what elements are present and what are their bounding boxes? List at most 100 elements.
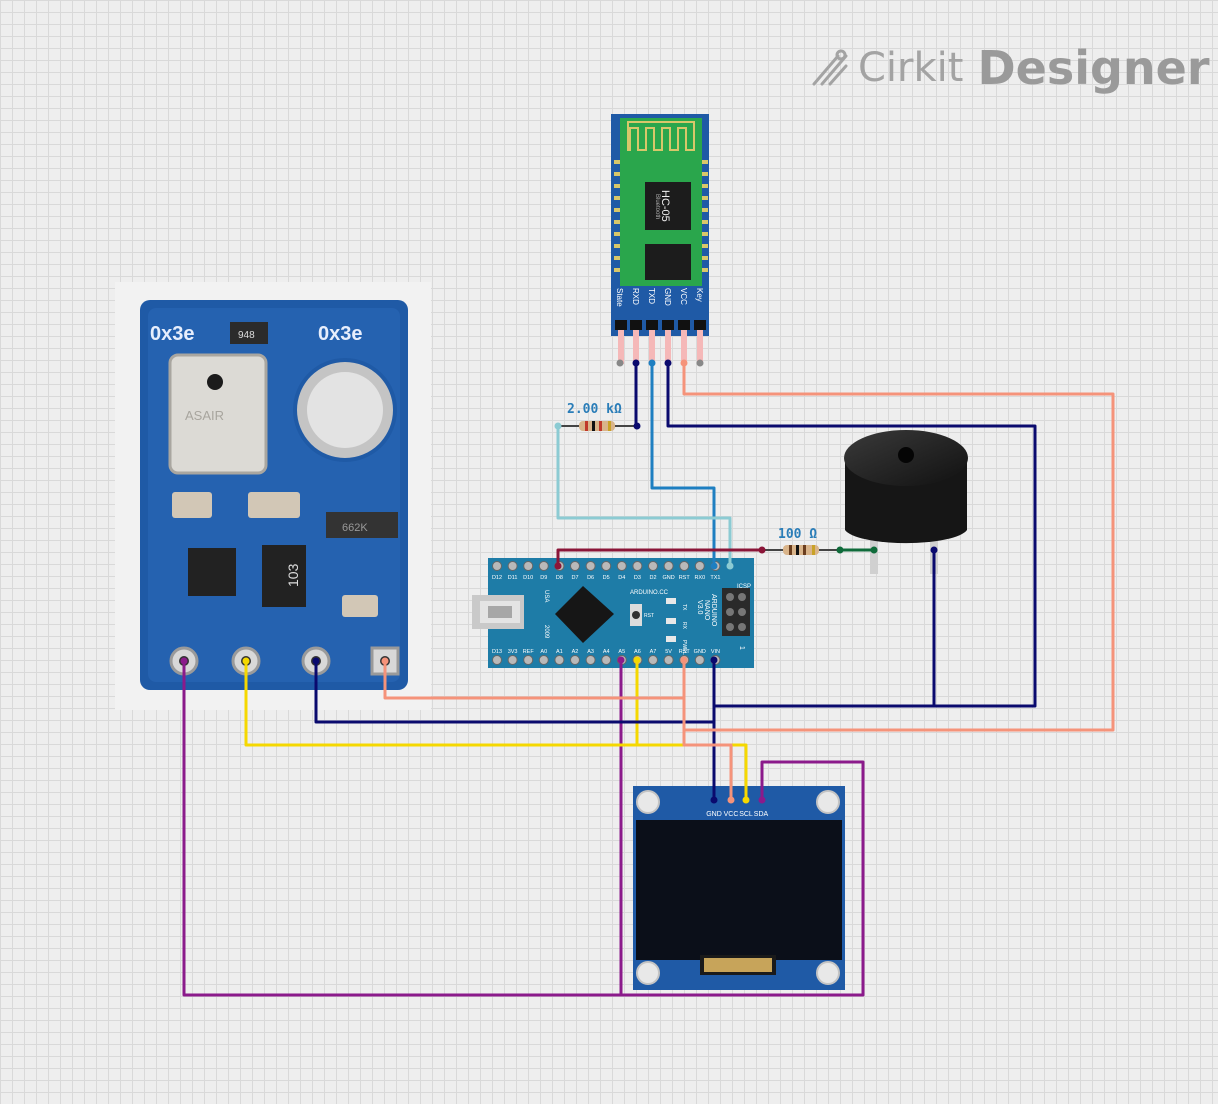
nano-top-pin-label: D5 [603, 575, 610, 581]
nano-top-pin-label: D6 [587, 575, 594, 581]
nano-bottom-pin-a1[interactable] [554, 655, 565, 665]
nano-top-pin-d7[interactable] [570, 561, 580, 571]
oled-pin-label: VCC [724, 811, 739, 818]
nano-led-tx: TX [681, 604, 687, 611]
sensor-marking-left: 0x3e [150, 323, 195, 345]
nano-top-pin-d12[interactable] [492, 561, 502, 571]
nano-top-pin-label: D11 [508, 575, 518, 581]
sensor-chip-code: 948 [238, 330, 255, 341]
cirkit-designer-logo: Cirkit Designer [808, 38, 1210, 98]
oled-pin-label: SCL [739, 811, 753, 818]
resistor-2k[interactable]: 2.00 kΩ [558, 402, 637, 431]
resistor-2k-label: 2.00 kΩ [567, 402, 622, 417]
hc05-pin-label: State [615, 288, 624, 307]
buzzer[interactable] [844, 430, 968, 574]
hc05-pin-label: RXD [631, 288, 640, 305]
nano-rst-label: RST [644, 613, 654, 619]
nano-top-pin-label: TX1 [710, 575, 720, 581]
nano-top-pin-label: D3 [634, 575, 641, 581]
nano-year-label: 2009 [543, 625, 549, 639]
oled-screen [636, 820, 842, 960]
hc05-pin-label: GND [663, 288, 672, 306]
nano-mcu-chip [555, 586, 614, 643]
nano-icsp-label: ICSP [737, 584, 751, 590]
wire-scl-oled[interactable] [637, 743, 748, 800]
nano-bottom-pin-gnd[interactable] [694, 655, 705, 665]
nano-top-pin-d11[interactable] [507, 561, 518, 571]
nano-bottom-pin-a7[interactable] [648, 655, 658, 665]
nano-top-pin-label: RST [679, 575, 691, 581]
wire-vcc-oled[interactable] [682, 730, 733, 800]
nano-bottom-pin-d13[interactable] [492, 655, 502, 665]
product-name: Designer [977, 41, 1210, 95]
nano-top-pin-label: GND [662, 575, 674, 581]
oled-pin-label: SDA [754, 811, 769, 818]
wire-tx1-resistor[interactable] [556, 426, 732, 566]
nano-top-pin-label: D7 [571, 575, 578, 581]
nano-top-pin-label: D8 [556, 575, 563, 581]
sensor-cap-marking: 662K [342, 522, 368, 534]
nano-led-pwr: PWR [681, 640, 687, 652]
nano-bottom-pin-3v3[interactable] [507, 655, 518, 665]
wire-gnd-bt[interactable] [666, 363, 1037, 708]
wire-d9-resistor[interactable] [556, 548, 762, 566]
nano-bottom-pin-label: RST [679, 649, 691, 655]
nano-top-pin-d10[interactable] [523, 561, 534, 571]
nano-top-pin-label: D2 [649, 575, 656, 581]
nano-bottom-pin-label: GND [694, 649, 706, 655]
nano-name-line1: ARDUINO [710, 594, 717, 627]
nano-led-l: L [681, 652, 687, 655]
nano-bottom-pin-label: A2 [572, 649, 579, 655]
cirkit-logo-icon [812, 49, 848, 86]
nano-bottom-pin-label: A6 [634, 649, 641, 655]
resistor-100-label: 100 Ω [778, 527, 817, 542]
nano-bottom-pin-label: A7 [650, 649, 657, 655]
nano-top-pin-rst[interactable] [679, 561, 690, 571]
sensor-chip [168, 353, 268, 475]
hc05-model-label: HC-05 [659, 190, 671, 222]
hc05-pin-label: VCC [679, 288, 688, 305]
nano-bottom-pin-5v[interactable] [663, 655, 674, 665]
wire-sda[interactable] [182, 661, 865, 997]
wire-vcc-bt[interactable] [682, 363, 1115, 732]
nano-top-pin-d4[interactable] [616, 561, 627, 571]
nano-top-pin-gnd[interactable] [663, 561, 674, 571]
hc05-pin-label: TXD [647, 288, 656, 304]
nano-bottom-pin-a0[interactable] [538, 655, 549, 665]
nano-bottom-pin-label: A3 [587, 649, 594, 655]
nano-usa-label: USA [543, 590, 549, 602]
nano-bottom-pin-label: A4 [603, 649, 610, 655]
nano-top-pin-d5[interactable] [601, 561, 612, 571]
nano-bottom-pin-a4[interactable] [601, 655, 612, 665]
nano-top-pin-label: D4 [618, 575, 625, 581]
hc05-module[interactable]: HC-05 Bluetooth State RXD TXD GND VCC Key [611, 114, 709, 364]
nano-bottom-pin-label: 5V [665, 649, 672, 655]
brand-name: Cirkit [858, 45, 964, 91]
oled-pin-label: GND [706, 811, 722, 818]
sensor-module[interactable]: 0x3e 0x3e 948 ASAIR 662K 103 [115, 282, 431, 710]
nano-top-pin-rx0[interactable] [694, 561, 705, 571]
nano-top-pin-label: D12 [492, 575, 502, 581]
nano-one-label: 1 [738, 646, 745, 650]
wire-txd-rx0[interactable] [650, 363, 716, 566]
nano-bottom-pin-a2[interactable] [570, 655, 580, 665]
resistor-100[interactable]: 100 Ω [762, 527, 840, 555]
wire-scl-sensor[interactable] [244, 660, 639, 747]
arduino-nano[interactable]: ARDUINO.CC RST USA 2009 TX RX PWR L ARDU… [472, 558, 754, 668]
nano-top-pin-d3[interactable] [632, 561, 643, 571]
wires [182, 363, 1115, 997]
nano-top-pin-d9[interactable] [538, 561, 549, 571]
nano-bottom-pin-ref[interactable] [523, 655, 534, 665]
hc05-pin-label: Key [695, 288, 704, 302]
hc05-chip [645, 182, 691, 230]
sensor-smd-part [230, 322, 268, 344]
nano-bottom-pin-label: A0 [540, 649, 547, 655]
nano-top-pin-d2[interactable] [648, 561, 658, 571]
sensor-resistor-marking: 103 [285, 563, 301, 587]
nano-name-line3: V3.0 [696, 600, 703, 615]
hc05-sub-label: Bluetooth [654, 194, 660, 219]
nano-bottom-pin-a3[interactable] [585, 655, 596, 665]
nano-top-pin-d6[interactable] [585, 561, 596, 571]
